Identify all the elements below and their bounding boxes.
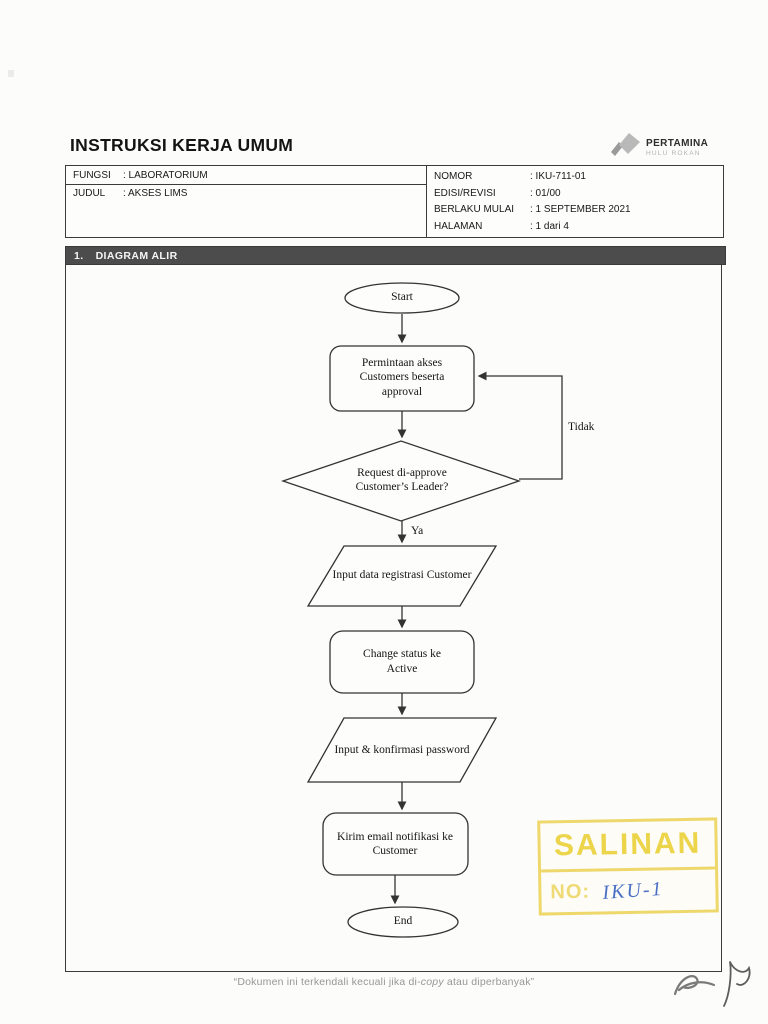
edisi-revisi-label: EDISI/REVISI xyxy=(434,187,496,199)
footer-control-notice: “Dokumen ini terkendali kecuali jika di-… xyxy=(0,976,768,988)
judul-label: JUDUL xyxy=(73,188,106,199)
approval-decision-shape xyxy=(280,440,522,522)
flowchart-diagram xyxy=(280,282,563,938)
info-table-left-column: FUNGSI : LABORATORIUM JUDUL : AKSES LIMS xyxy=(66,166,427,237)
stamp-no-handwritten-value: IKU-1 xyxy=(601,877,664,904)
logo-brand-text: PERTAMINA xyxy=(646,138,709,149)
request-access-shape xyxy=(329,345,475,412)
nomor-label: NOMOR xyxy=(434,170,473,182)
approval-decision-label: Request di-approve Customer’s Leader? xyxy=(355,466,449,493)
request-access-label: Permintaan akses Customers beserta appro… xyxy=(359,357,445,398)
stamp-number-row: NO: IKU-1 xyxy=(541,869,716,912)
arrow-decision-no-loop xyxy=(477,371,563,480)
footer-text-em: copy xyxy=(420,976,444,988)
info-table-right-column: NOMOR : IKU-711-01 EDISI/REVISI : 01/00 … xyxy=(427,166,723,237)
branch-yes-label: Ya xyxy=(411,525,424,537)
logo-unit-text: HULU ROKAN xyxy=(646,150,701,157)
input-password-shape xyxy=(306,717,498,783)
flowchart-frame xyxy=(65,264,722,972)
pertamina-logo-icon xyxy=(611,133,640,156)
scan-artifact xyxy=(8,70,14,77)
fungsi-label: FUNGSI xyxy=(73,169,111,181)
nomor-row: NOMOR : IKU-711-01 xyxy=(434,171,716,182)
input-password-label: Input & konfirmasi password xyxy=(334,743,470,756)
edisi-revisi-value: : 01/00 xyxy=(530,187,561,199)
branch-no-label: Tidak xyxy=(568,421,595,433)
nomor-value: : IKU-711-01 xyxy=(530,170,586,182)
section-number: 1. xyxy=(74,249,84,262)
end-label: End xyxy=(393,914,413,927)
change-status-label: Change status ke Active xyxy=(363,648,441,675)
end-terminator-shape xyxy=(347,906,459,938)
send-email-label: Kirim email notifikasi ke Customer xyxy=(337,830,453,857)
halaman-value: : 1 dari 4 xyxy=(530,221,569,233)
page-title: INSTRUKSI KERJA UMUM xyxy=(70,135,294,155)
stamp-title-text: SALINAN xyxy=(553,826,702,863)
berlaku-mulai-value: : 1 SEPTEMBER 2021 xyxy=(530,204,631,216)
edisi-revisi-row: EDISI/REVISI : 01/00 xyxy=(434,188,716,199)
input-registration-label: Input data registrasi Customer xyxy=(332,569,472,582)
change-status-shape xyxy=(329,630,475,694)
signature-initials-right xyxy=(723,961,751,1007)
document-info-table: FUNGSI : LABORATORIUM JUDUL : AKSES LIMS… xyxy=(65,165,724,238)
footer-text-pre: “Dokumen ini terkendali kecuali jika di- xyxy=(233,976,421,988)
salinan-stamp: SALINAN NO: IKU-1 xyxy=(537,817,719,916)
section-header-bar: 1. DIAGRAM ALIR xyxy=(65,246,726,265)
section-title: DIAGRAM ALIR xyxy=(95,249,178,262)
signature-initials-left xyxy=(673,975,716,996)
berlaku-mulai-label: BERLAKU MULAI xyxy=(434,204,515,216)
stamp-title-row: SALINAN xyxy=(540,820,716,873)
input-registration-shape xyxy=(306,545,498,607)
start-terminator-shape xyxy=(344,282,460,314)
halaman-label: HALAMAN xyxy=(434,221,483,233)
stamp-no-label: NO: xyxy=(550,880,591,903)
pertamina-logo: PERTAMINA HULU ROKAN xyxy=(610,131,708,161)
footer-text-post: atau diperbanyak” xyxy=(443,976,535,988)
berlaku-mulai-row: BERLAKU MULAI : 1 SEPTEMBER 2021 xyxy=(434,204,716,215)
start-label: Start xyxy=(391,291,413,304)
halaman-row: HALAMAN : 1 dari 4 xyxy=(434,221,716,232)
judul-value: : AKSES LIMS xyxy=(123,188,188,199)
send-email-shape xyxy=(322,812,469,876)
fungsi-row: FUNGSI : LABORATORIUM xyxy=(66,166,426,185)
fungsi-value: : LABORATORIUM xyxy=(123,169,208,181)
judul-row: JUDUL : AKSES LIMS xyxy=(66,185,426,237)
